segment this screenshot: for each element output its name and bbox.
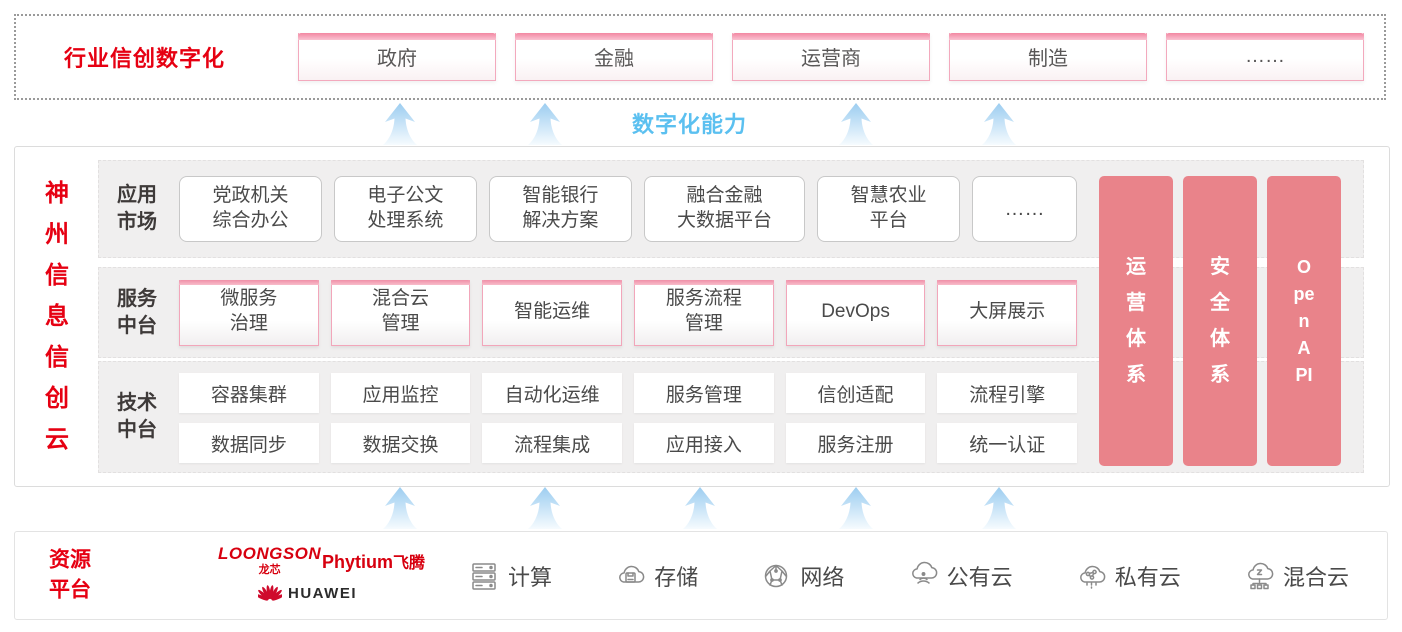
hybrid-cloud-icon	[1248, 562, 1274, 589]
svc-box-big-screen: 大屏展示	[937, 279, 1078, 346]
pillar-security-system: 安全体系	[1183, 176, 1257, 466]
tech-box-service-registry: 服务注册	[785, 423, 926, 463]
svc-box-service-process-mgmt: 服务流程 管理	[634, 279, 774, 346]
resource-item-public-cloud: 公有云	[906, 560, 1013, 592]
server-icon	[472, 562, 496, 590]
tech-box-process-integration: 流程集成	[482, 423, 623, 463]
tech-box-app-access: 应用接入	[634, 423, 774, 463]
resource-item-private-cloud: 私有云	[1074, 560, 1181, 592]
service-platform-boxes: 微服务 治理 混合云 管理 智能运维 服务流程 管理 DevOps 大屏展示	[179, 268, 1078, 357]
svc-box-devops: DevOps	[785, 279, 926, 346]
svc-box-microservice-governance: 微服务 治理	[179, 279, 319, 346]
tech-box-service-mgmt: 服务管理	[634, 373, 774, 413]
resource-platform-panel: 资源 平台 LOONGSON 龙芯 Phytium飞腾	[14, 531, 1388, 620]
loongson-logo: LOONGSON 龙芯	[218, 544, 322, 576]
app-box-more: ……	[972, 176, 1077, 242]
phytium-logo: Phytium飞腾	[322, 552, 426, 572]
tech-platform-boxes: 容器集群 应用监控 自动化运维 服务管理 信创适配 流程引擎 数据同步 数据交换…	[179, 373, 1078, 463]
industry-box-finance: 金融	[515, 33, 713, 81]
resource-item-hybrid-cloud: 混合云	[1242, 560, 1349, 592]
tech-row-1: 容器集群 应用监控 自动化运维 服务管理 信创适配 流程引擎	[179, 373, 1078, 413]
up-arrow-icon	[528, 103, 562, 145]
industry-box-manufacture: 制造	[949, 33, 1147, 81]
app-market-label: 应用 市场	[117, 184, 157, 233]
xinchuang-cloud-panel: 神州信息信创云 应用 市场 党政机关 综合办公 电子公文 处理系统 智能银行 解…	[14, 146, 1390, 487]
banner-title: 行业信创数字化	[64, 46, 226, 71]
resource-item-network: 网络	[759, 560, 844, 592]
app-box-party-gov-office: 党政机关 综合办公	[179, 176, 322, 242]
resource-items: 计算 存储 网络 公有云	[467, 532, 1349, 619]
service-platform-label: 服务 中台	[117, 287, 157, 337]
platform-side-title: 神州信息信创云	[45, 180, 69, 453]
capability-label: 数字化能力	[632, 112, 748, 137]
industry-list: 政府 金融 运营商 制造 ……	[298, 33, 1364, 81]
tech-box-data-sync: 数据同步	[179, 423, 319, 463]
vendor-logos: LOONGSON 龙芯 Phytium飞腾 HUAWEI	[210, 540, 480, 612]
storage-cloud-icon	[619, 565, 645, 583]
tech-box-process-engine: 流程引擎	[937, 373, 1078, 413]
up-arrow-icon	[383, 487, 417, 529]
tech-box-xinchuang-adapt: 信创适配	[785, 373, 926, 413]
tech-platform-label: 技术 中台	[117, 392, 157, 441]
up-arrow-icon	[839, 103, 873, 145]
private-cloud-icon	[1079, 565, 1106, 589]
capability-band-bottom	[0, 487, 1402, 530]
tech-platform-zone: 技术 中台 容器集群 应用监控 自动化运维 服务管理 信创适配 流程引擎 数据同…	[98, 361, 1364, 473]
up-arrow-icon	[383, 103, 417, 145]
tech-row-2: 数据同步 数据交换 流程集成 应用接入 服务注册 统一认证	[179, 423, 1078, 463]
resource-item-compute: 计算	[467, 560, 552, 592]
resource-platform-label: 资源 平台	[49, 548, 91, 602]
pillar-operation-system: 运营体系	[1099, 176, 1173, 466]
service-platform-zone: 服务 中台 微服务 治理 混合云 管理 智能运维 服务流程 管理 DevOps …	[98, 267, 1364, 358]
industry-box-operator: 运营商	[732, 33, 930, 81]
industry-digitalization-banner: 行业信创数字化 政府 金融 运营商 制造 ……	[14, 14, 1386, 100]
pillar-open-api: Open API	[1267, 176, 1341, 466]
public-cloud-icon	[911, 561, 937, 584]
industry-box-government: 政府	[298, 33, 496, 81]
resource-item-storage: 存储	[613, 560, 698, 592]
app-box-smart-bank: 智能银行 解决方案	[488, 176, 632, 242]
app-market-zone: 应用 市场 党政机关 综合办公 电子公文 处理系统 智能银行 解决方案 融合金融…	[98, 160, 1364, 258]
up-arrow-icon	[683, 487, 717, 529]
industry-box-more: ……	[1166, 33, 1364, 81]
tech-box-app-monitoring: 应用监控	[330, 373, 471, 413]
tech-box-data-exchange: 数据交换	[330, 423, 471, 463]
tech-box-unified-auth: 统一认证	[937, 423, 1078, 463]
network-globe-icon	[765, 564, 788, 587]
up-arrow-icon	[839, 487, 873, 529]
tech-box-container-cluster: 容器集群	[179, 373, 319, 413]
up-arrow-icon	[528, 487, 562, 529]
app-market-boxes: 党政机关 综合办公 电子公文 处理系统 智能银行 解决方案 融合金融 大数据平台…	[179, 161, 1077, 257]
svc-box-intelligent-ops: 智能运维	[482, 279, 623, 346]
tech-box-automated-ops: 自动化运维	[482, 373, 623, 413]
up-arrow-icon	[982, 487, 1016, 529]
up-arrow-icon	[982, 103, 1016, 145]
capability-band-top: 数字化能力	[0, 100, 1402, 146]
svc-box-hybrid-cloud-mgmt: 混合云 管理	[330, 279, 471, 346]
huawei-flower-icon	[258, 585, 282, 601]
app-box-smart-agriculture: 智慧农业 平台	[817, 176, 961, 242]
huawei-logo: HUAWEI	[258, 584, 357, 602]
app-box-finance-bigdata: 融合金融 大数据平台	[643, 176, 806, 242]
app-box-edoc-system: 电子公文 处理系统	[333, 176, 477, 242]
